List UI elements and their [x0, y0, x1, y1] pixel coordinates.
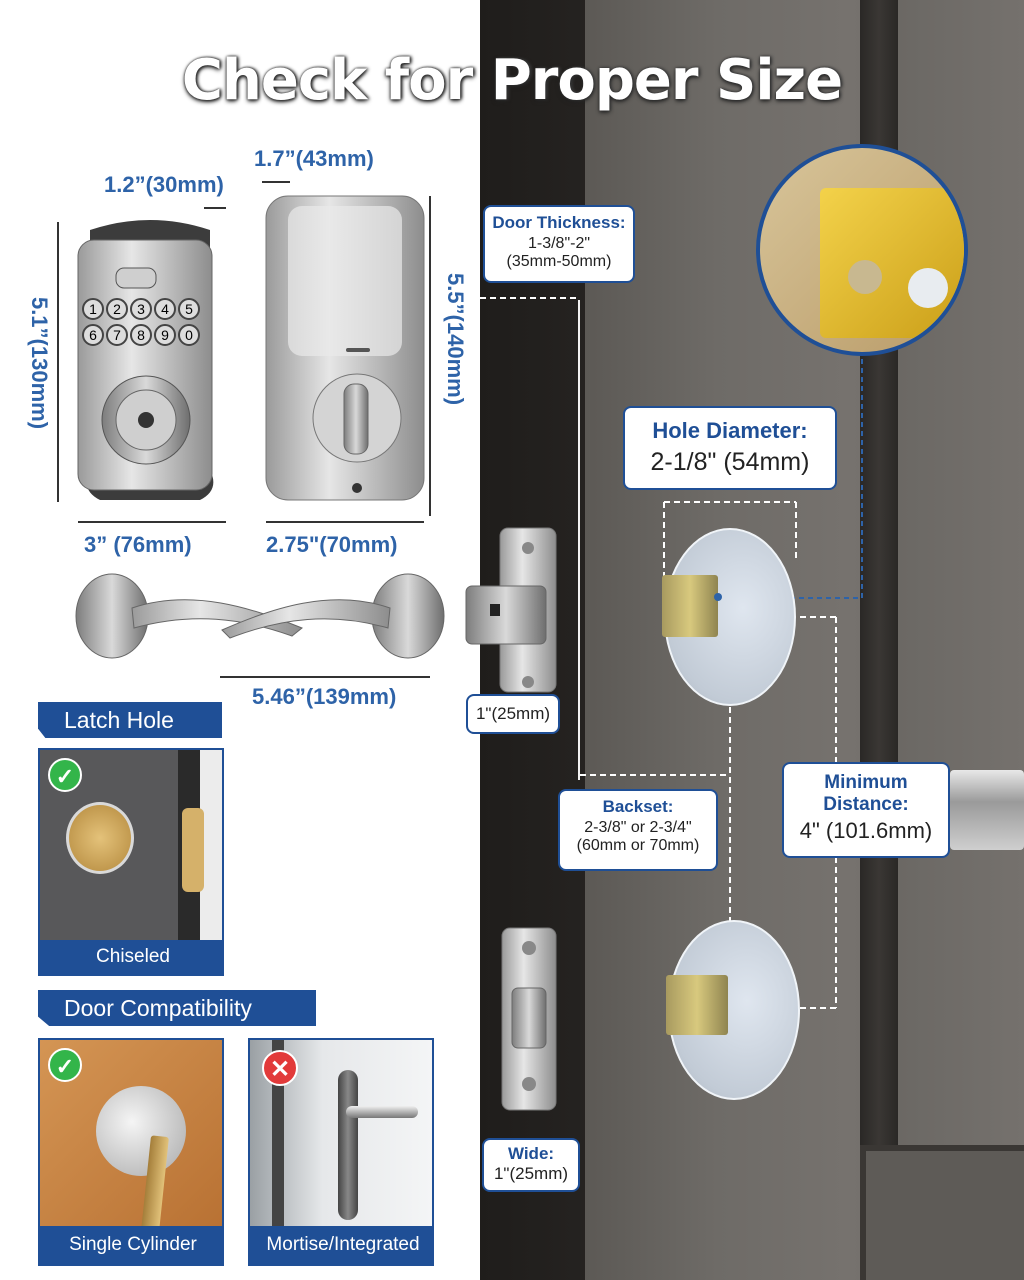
keypad-key: 5	[178, 298, 200, 320]
mortise-photo: ✕ Mortise/Integrated	[248, 1038, 434, 1266]
door-thickness-value: 1-3/8"-2"	[527, 235, 591, 252]
latch-hole-header: Latch Hole	[38, 702, 222, 738]
check-icon: ✓	[48, 1048, 82, 1082]
hole-diameter-value: 2-1/8" (54mm)	[650, 448, 810, 476]
minimum-distance-callout: Minimum Distance: 4" (101.6mm)	[782, 762, 950, 858]
bore-hole	[66, 802, 134, 874]
deadbolt-mechanism	[662, 575, 718, 637]
front-width-label: 3” (76mm)	[84, 532, 192, 557]
cross-icon: ✕	[262, 1050, 298, 1086]
latch-plate-width-callout: 1"(25mm)	[466, 694, 560, 734]
door-thickness-callout: Door Thickness: 1-3/8"-2" (35mm-50mm)	[483, 205, 635, 283]
lever-length-label: 5.46”(139mm)	[252, 684, 397, 709]
keypad-key: 8	[130, 324, 152, 346]
single-cylinder-photo: ✓ Single Cylinder	[38, 1038, 224, 1266]
wide-callout: Wide: 1"(25mm)	[482, 1138, 580, 1192]
lever-handles-illustration	[75, 573, 445, 659]
latch-hole-caption: Chiseled	[40, 940, 222, 974]
latch-mechanism	[666, 975, 728, 1035]
bolt-bracket-hole	[848, 260, 882, 294]
page-title: Check for Proper Size	[181, 48, 843, 113]
hole-diameter-heading: Hole Diameter:	[652, 418, 808, 443]
latch-bolt-illustration	[465, 527, 557, 693]
door-thickness-metric: (35mm-50mm)	[506, 253, 612, 270]
check-icon: ✓	[48, 758, 82, 792]
bolt-zoom-inset	[756, 144, 968, 356]
keypad-key: 1	[82, 298, 104, 320]
interior-unit-illustration	[265, 195, 425, 501]
keypad-key: 2	[106, 298, 128, 320]
back-width-label: 2.75"(70mm)	[266, 532, 398, 557]
latch-hole-photo: ✓ Chiseled	[38, 748, 224, 976]
door-handle-bar	[950, 770, 1024, 850]
mortise-plate	[338, 1070, 358, 1220]
single-cylinder-caption: Single Cylinder	[40, 1226, 222, 1264]
backset-value: 2-3/8" or 2-3/4"	[584, 819, 692, 836]
keypad-key: 3	[130, 298, 152, 320]
door-lower-panel	[860, 1145, 1024, 1280]
mortise-caption: Mortise/Integrated	[250, 1226, 432, 1264]
wide-heading: Wide:	[507, 1144, 555, 1163]
hole-diameter-callout: Hole Diameter: 2-1/8" (54mm)	[623, 406, 837, 490]
minimum-distance-heading-2: Distance:	[823, 794, 909, 815]
chiseled-latch-slot	[182, 808, 204, 892]
bolt-bracket-hole	[908, 268, 948, 308]
door-edge-face	[200, 750, 222, 974]
lever-handle-icon	[346, 1106, 418, 1118]
keypad-row-1: 1 2 3 4 5	[82, 298, 202, 320]
front-depth-label: 1.2”(30mm)	[104, 172, 224, 197]
front-height-label: 5.1”(130mm)	[27, 296, 52, 430]
deadbolt-knob	[96, 1086, 186, 1176]
hole-center-marker	[714, 593, 722, 601]
back-depth-label: 1.7”(43mm)	[254, 146, 374, 171]
keypad-key: 4	[154, 298, 176, 320]
strike-plate-illustration	[501, 927, 557, 1111]
keypad-key: 9	[154, 324, 176, 346]
back-height-label: 5.5”(140mm)	[443, 272, 468, 406]
backset-callout: Backset: 2-3/8" or 2-3/4" (60mm or 70mm)	[558, 789, 718, 871]
door-edge-line	[578, 300, 580, 780]
door-frame-edge	[272, 1040, 284, 1264]
wide-value: 1"(25mm)	[493, 1164, 569, 1183]
bolt-bracket	[820, 188, 964, 338]
backset-metric: (60mm or 70mm)	[576, 837, 700, 854]
minimum-distance-value: 4" (101.6mm)	[799, 818, 933, 843]
backset-heading: Backset:	[602, 797, 674, 816]
keypad-key: 7	[106, 324, 128, 346]
keypad-row-2: 6 7 8 9 0	[82, 324, 202, 346]
door-thickness-heading: Door Thickness:	[492, 213, 626, 232]
minimum-distance-heading-1: Minimum	[824, 772, 908, 793]
keypad-key: 0	[178, 324, 200, 346]
door-compatibility-header: Door Compatibility	[38, 990, 316, 1026]
keypad-key: 6	[82, 324, 104, 346]
